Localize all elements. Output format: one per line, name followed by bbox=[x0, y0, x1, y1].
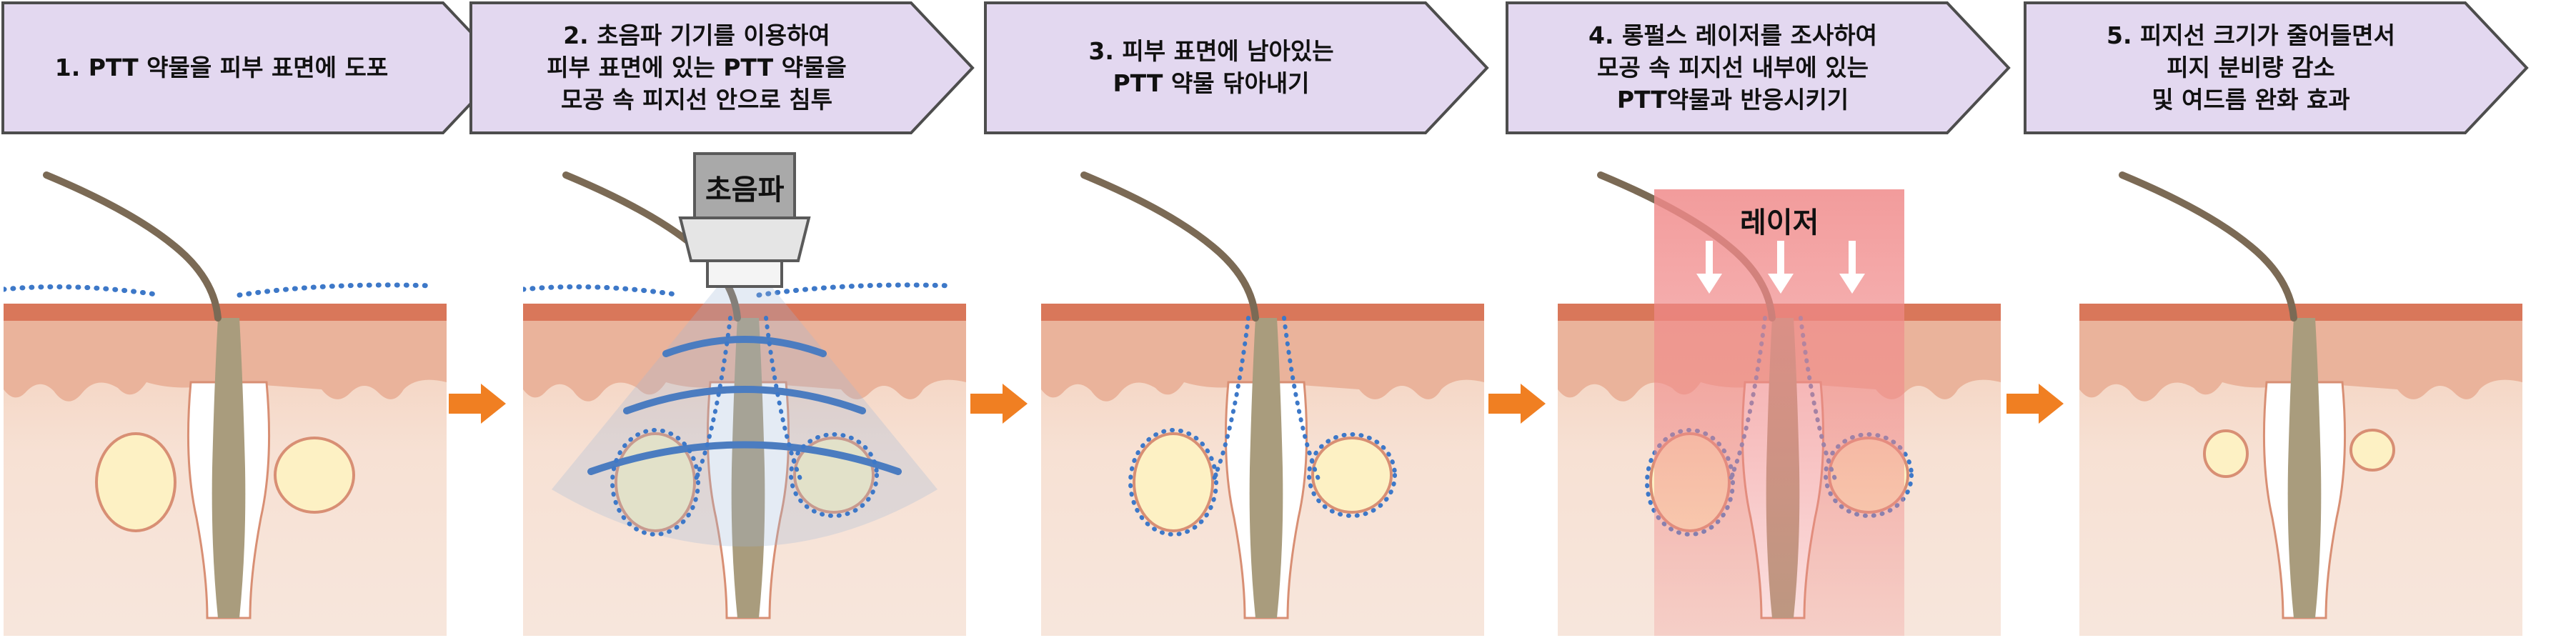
ptt-drug-gland-left bbox=[610, 428, 700, 537]
ultrasound-field bbox=[552, 254, 938, 547]
sebaceous-gland-left-reduced bbox=[2203, 429, 2249, 478]
ultrasound-device-icon bbox=[678, 152, 811, 288]
step-2-text: 2. 초음파 기기를 이용하여 피부 표면에 있는 PTT 약물을 모공 속 피… bbox=[482, 10, 911, 124]
hair-strand bbox=[2119, 171, 2297, 322]
step-banner-4: 4. 롱펄스 레이저를 조사하여 모공 속 피지선 내부에 있는 PTT약물과 … bbox=[1504, 0, 2013, 136]
hair-shaft-root bbox=[1249, 318, 1283, 618]
step-banner-1: 1. PTT 약물을 피부 표면에 도포 bbox=[0, 0, 509, 136]
hair-shaft-root bbox=[2287, 318, 2322, 618]
step-1-line-1: 1. PTT 약물을 피부 표면에 도포 bbox=[54, 53, 389, 81]
ptt-drug-gland-right bbox=[1307, 432, 1397, 518]
step-2-line-3: 모공 속 피지선 안으로 침투 bbox=[561, 85, 832, 114]
ptt-drug-dots bbox=[4, 282, 435, 298]
sebaceous-gland-right-reduced bbox=[2349, 429, 2395, 472]
step-5-text: 5. 피지선 크기가 줄어들면서 피지 분비량 감소 및 여드름 완화 효과 bbox=[2037, 10, 2465, 124]
ultrasound-waves bbox=[587, 336, 902, 475]
step-arrow-3 bbox=[1488, 384, 1546, 424]
step-5-line-1: 5. 피지선 크기가 줄어들면서 bbox=[2107, 21, 2395, 49]
step-arrow-icon bbox=[970, 384, 1028, 424]
skin-cross-section bbox=[1558, 171, 2001, 636]
banner-arrow-shape bbox=[469, 1, 975, 134]
step-3-line-2: PTT 약물 닦아내기 bbox=[1113, 69, 1310, 97]
step-arrow-icon bbox=[2006, 384, 2064, 424]
step-arrow-icon bbox=[449, 384, 506, 424]
step-1-text: 1. PTT 약물을 피부 표면에 도포 bbox=[7, 10, 436, 124]
step-2-line-1: 2. 초음파 기기를 이용하여 bbox=[563, 21, 830, 49]
ptt-drug-penetration bbox=[692, 316, 804, 484]
step-4-text: 4. 롱펄스 레이저를 조사하여 모공 속 피지선 내부에 있는 PTT약물과 … bbox=[1518, 10, 1947, 124]
step-4-line-3: PTT약물과 반응시키기 bbox=[1616, 85, 1849, 114]
ptt-drug-gland-left bbox=[1128, 428, 1218, 537]
hair-strand bbox=[43, 171, 222, 322]
step-4-line-1: 4. 롱펄스 레이저를 조사하여 bbox=[1588, 21, 1877, 49]
hair-strand bbox=[1080, 171, 1259, 322]
step-arrow-1 bbox=[449, 384, 506, 424]
banner-arrow-shape bbox=[2024, 1, 2529, 134]
ptt-drug-dots bbox=[523, 282, 955, 298]
step-5-line-3: 및 여드름 완화 효과 bbox=[2152, 85, 2350, 114]
step-5-line-2: 피지 분비량 감소 bbox=[2167, 53, 2335, 81]
sebaceous-gland-left bbox=[95, 432, 176, 532]
sebaceous-gland-left bbox=[1133, 432, 1214, 532]
skin-cross-section bbox=[1041, 171, 1484, 636]
skin-panel-step-1 bbox=[4, 146, 447, 636]
step-4-line-2: 모공 속 피지선 내부에 있는 bbox=[1597, 53, 1869, 81]
hair-shaft-root bbox=[212, 318, 246, 618]
skin-cross-section bbox=[523, 152, 966, 636]
laser-down-arrow-icon bbox=[1696, 241, 1865, 294]
skin-panel-step-3 bbox=[1041, 146, 1484, 636]
laser-label: 레이저 bbox=[1740, 206, 1819, 239]
step-3-line-1: 3. 피부 표면에 남아있는 bbox=[1088, 37, 1334, 65]
skin-cross-section bbox=[4, 171, 447, 636]
skin-panel-step-4: 레이저 bbox=[1558, 146, 2001, 636]
step-banner-5: 5. 피지선 크기가 줄어들면서 피지 분비량 감소 및 여드름 완화 효과 bbox=[2022, 0, 2531, 136]
banner-arrow-shape bbox=[1506, 1, 2011, 134]
step-arrow-2 bbox=[970, 384, 1028, 424]
step-banner-3: 3. 피부 표면에 남아있는 PTT 약물 닦아내기 bbox=[983, 0, 1491, 136]
step-arrow-4 bbox=[2006, 384, 2064, 424]
skin-cross-section bbox=[2079, 171, 2522, 636]
banner-arrow-shape bbox=[984, 1, 1489, 134]
skin-panel-step-5 bbox=[2079, 146, 2522, 636]
step-2-line-2: 피부 표면에 있는 PTT 약물을 bbox=[547, 53, 847, 81]
ultrasound-label: 초음파 bbox=[705, 174, 785, 206]
skin-panel-step-2: 초음파 bbox=[523, 146, 966, 636]
step-banner-2: 2. 초음파 기기를 이용하여 피부 표면에 있는 PTT 약물을 모공 속 피… bbox=[468, 0, 977, 136]
step-arrow-icon bbox=[1488, 384, 1546, 424]
ptt-drug-penetration bbox=[1210, 316, 1322, 484]
sebaceous-gland-right bbox=[274, 437, 355, 514]
sebaceous-gland-right bbox=[1311, 437, 1393, 514]
step-3-text: 3. 피부 표면에 남아있는 PTT 약물 닦아내기 bbox=[997, 10, 1426, 124]
ptt-drug-gland-right bbox=[789, 432, 879, 518]
